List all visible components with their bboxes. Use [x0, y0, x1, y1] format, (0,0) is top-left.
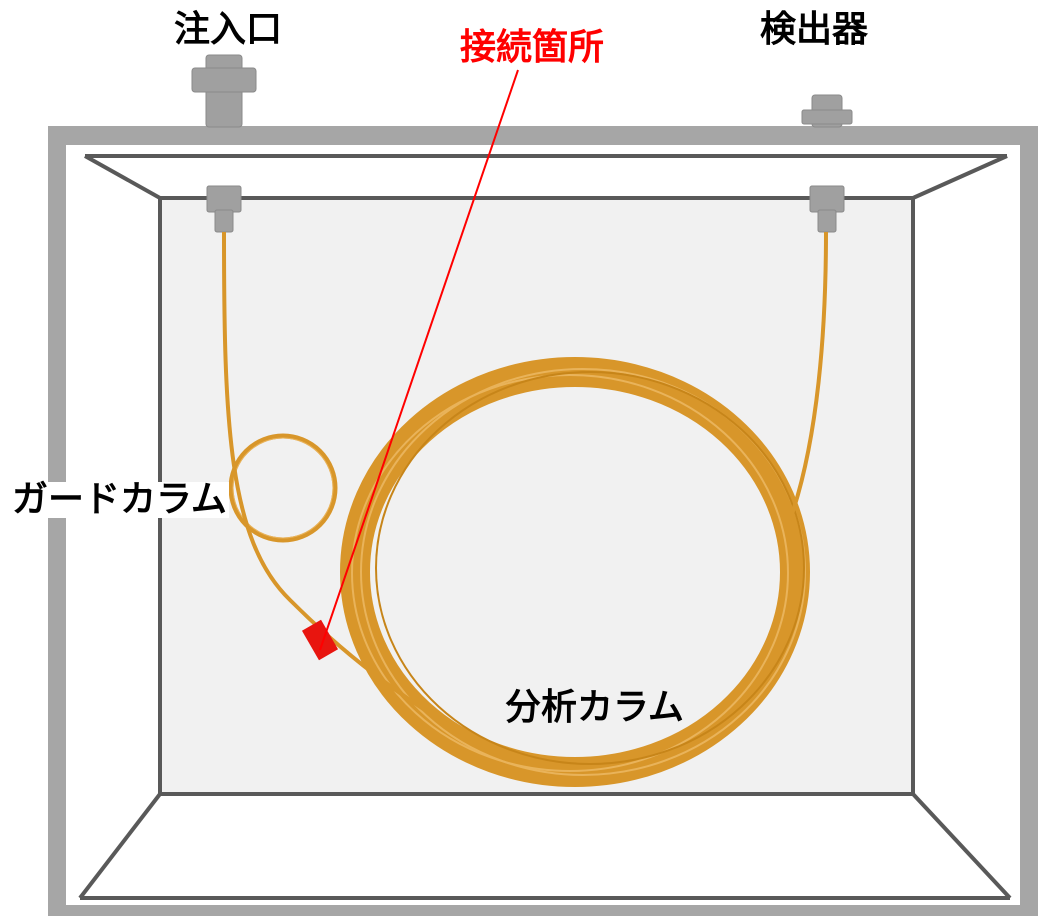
inlet-fitting: [191, 54, 257, 128]
guard-column-coil: [228, 433, 338, 543]
label-guard-column: ガードカラム: [10, 479, 229, 520]
analytical-column-coil: [340, 357, 810, 787]
perspective-edges: [78, 154, 1012, 900]
label-analytical-column: 分析カラム: [505, 687, 684, 728]
detector-fitting: [801, 94, 853, 128]
inner-ports: [206, 185, 845, 233]
label-inlet: 注入口: [174, 9, 283, 50]
connector-joint: [301, 619, 339, 661]
label-joint: 接続箇所: [460, 27, 605, 68]
column-tubing: [222, 231, 828, 757]
label-detector: 検出器: [760, 9, 869, 50]
joint-leader-line: [319, 69, 519, 651]
